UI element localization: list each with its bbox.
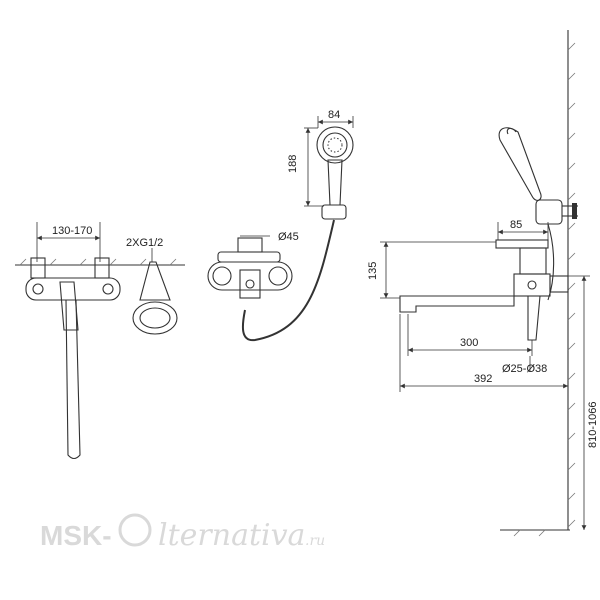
eccentric-left: [30, 257, 46, 279]
diverter: [239, 269, 261, 299]
spout-front: [65, 299, 81, 460]
hose-side: [547, 223, 555, 301]
diverter-side: [527, 295, 541, 341]
lever-front: [59, 281, 79, 331]
side-view-mixer: 85 135 300 Ø25-Ø38 392 810-1066: [367, 30, 599, 537]
dim-392: 392: [474, 373, 492, 385]
dim-45: Ø45: [278, 231, 299, 243]
watermark-part1: MSK-: [40, 520, 112, 551]
watermark: MSK- lternativa .ru: [40, 513, 325, 553]
switch-knob: [237, 237, 263, 253]
hose-holder: [321, 204, 347, 220]
middle-view-mixer: 84 188 Ø45: [207, 109, 354, 342]
dim-300: 300: [460, 337, 478, 349]
dim-2xg12: 2XG1/2: [126, 237, 163, 249]
lever-side: [495, 239, 549, 249]
shower-head-front: [132, 301, 178, 335]
wall-hatch-side: [567, 42, 576, 528]
dim-85: 85: [510, 219, 522, 231]
dim-135: 135: [367, 262, 379, 280]
wall-hatch-front: [19, 258, 177, 266]
shower-head-side: [498, 127, 542, 201]
watermark-part2: lternativa: [158, 518, 305, 553]
dim-810-1066: 810-1066: [587, 402, 599, 449]
holder-side: [535, 199, 563, 225]
shower-head-top: [316, 126, 354, 164]
dim-130-170: 130-170: [52, 225, 92, 237]
dim-188: 188: [287, 155, 299, 173]
dim-25-38: Ø25-Ø38: [502, 363, 547, 375]
front-view-mixer: 130-170 2XG1/2: [15, 222, 185, 460]
mixer-body-middle: [207, 261, 293, 291]
watermark-at-icon: [118, 513, 152, 547]
shower-hose: [241, 219, 335, 342]
shower-holder: [139, 261, 171, 301]
mixer-body-front: [25, 277, 121, 301]
eccentric-right: [94, 257, 110, 279]
dim-84: 84: [328, 109, 340, 121]
shower-handle: [327, 159, 343, 206]
body-side: [513, 273, 551, 297]
watermark-part3: .ru: [305, 533, 325, 549]
spout-side: [399, 295, 515, 313]
cartridge-side: [519, 247, 547, 275]
